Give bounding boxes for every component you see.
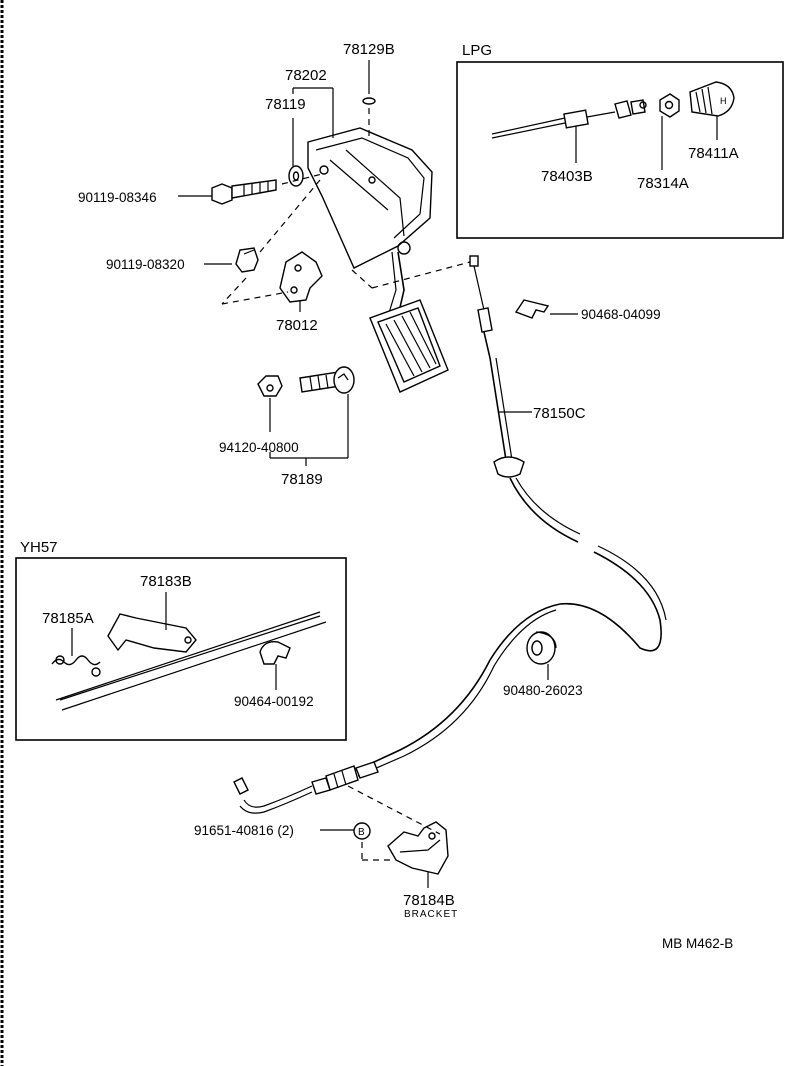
nut-bolt-78189: 94120-40800 78189	[219, 366, 355, 488]
yh57-title: YH57	[20, 539, 58, 556]
label-group-78202: 78202 78119	[265, 67, 334, 166]
bolt-91651-40816: B 91651-40816 (2)	[194, 822, 371, 840]
label-78184b: 78184B	[403, 892, 455, 909]
lpg-nut	[659, 93, 680, 118]
clip-78129b: 78129B	[343, 41, 395, 140]
bracket-78184b: 78184B BRACKET	[347, 785, 458, 920]
lpg-cap: H	[689, 81, 735, 117]
label-78403b: 78403B	[541, 168, 593, 185]
lpg-box	[456, 61, 784, 239]
label-90464-00192: 90464-00192	[234, 694, 314, 709]
lpg-section: LPG H 78403B 78314A 78411A	[456, 42, 784, 239]
label-90119-08320: 90119-08320	[106, 257, 185, 272]
b-marker-circle	[353, 822, 371, 840]
label-78183b: 78183B	[140, 573, 192, 590]
label-78129b: 78129B	[343, 41, 395, 58]
lpg-cable-fitting	[491, 99, 647, 139]
yh57-box	[15, 557, 347, 741]
label-94120-40800: 94120-40800	[219, 440, 299, 455]
label-bracket: BRACKET	[404, 909, 458, 920]
diagram-code: MB M462-B	[662, 936, 733, 951]
label-78189: 78189	[281, 471, 323, 488]
label-91651-40816: 91651-40816 (2)	[194, 823, 294, 838]
lpg-title: LPG	[462, 42, 492, 59]
label-90480-26023: 90480-26023	[503, 683, 583, 698]
pedal-pad	[369, 299, 449, 393]
label-78185a: 78185A	[42, 610, 94, 627]
clamp-90464-00192: 90464-00192	[234, 641, 314, 709]
label-78119: 78119	[265, 96, 306, 113]
b-marker: B	[358, 827, 365, 838]
pedal-bracket-assembly	[307, 127, 471, 393]
label-78411a: 78411A	[688, 145, 739, 162]
grommet-90480-26023: 90480-26023	[503, 631, 583, 698]
spring-78185a: 78185A	[42, 610, 101, 677]
yh57-section: YH57 78183B 78185A 90464-00192	[15, 539, 347, 741]
bolt-90119-08320: 90119-08320	[106, 179, 321, 305]
label-90119-08346: 90119-08346	[78, 190, 157, 205]
label-90468-04099: 90468-04099	[581, 307, 661, 322]
label-78314a: 78314A	[637, 175, 689, 192]
bracket-78183b: 78183B	[107, 573, 197, 653]
pedal-bracket	[307, 127, 433, 269]
label-78012: 78012	[276, 317, 318, 334]
washer-78119	[288, 165, 304, 187]
clip-90468-04099: 90468-04099	[514, 299, 661, 322]
plate-78012: 78012	[221, 251, 323, 334]
label-78202: 78202	[285, 67, 327, 84]
accelerator-cable: 78150C	[233, 255, 667, 814]
label-78150c: 78150C	[533, 405, 586, 422]
svg-text:H: H	[720, 96, 727, 106]
bolt-90119-08346: 90119-08346	[78, 173, 323, 205]
